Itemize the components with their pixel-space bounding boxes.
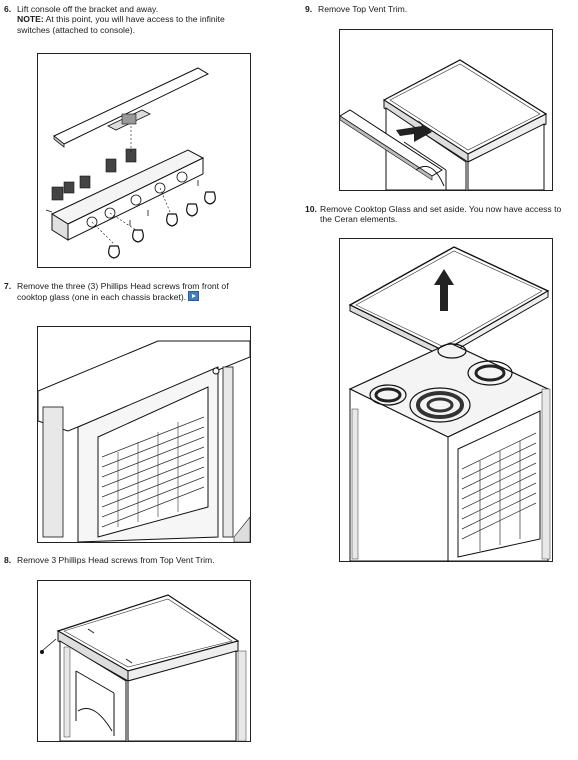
step-text: Remove Top Vent Trim. xyxy=(318,4,408,14)
note-label: NOTE: xyxy=(17,14,44,25)
figure-console-removal xyxy=(37,53,251,268)
step-7: 7. Remove the three (3) Phillips Head scr… xyxy=(4,281,274,303)
console-illustration xyxy=(45,67,216,259)
step-text: Remove the three (3) Phillips Head screw… xyxy=(17,281,229,291)
step-9: 9. Remove Top Vent Trim. xyxy=(305,4,575,14)
note-text-line2: switches (attached to console). xyxy=(17,24,135,35)
vent-trim-removal-illustration xyxy=(340,59,548,190)
figure-remove-cooktop-glass xyxy=(339,238,553,562)
note-text: At this point, you will have access to t… xyxy=(43,14,225,25)
step-number: 7. xyxy=(4,281,12,291)
step-text: Lift console off the bracket and away. xyxy=(17,4,159,14)
step-text: Remove 3 Phillips Head screws from Top V… xyxy=(17,555,215,565)
figure-vent-trim-screws xyxy=(37,580,251,742)
step-text: Remove Cooktop Glass and set aside. You … xyxy=(320,204,562,214)
step-8: 8. Remove 3 Phillips Head screws from Top… xyxy=(4,555,274,565)
step-number: 8. xyxy=(4,555,12,565)
step-number: 10. xyxy=(305,204,317,214)
cooktop-glass-removal-illustration xyxy=(348,246,551,561)
step-6: 6. Lift console off the bracket and away.… xyxy=(4,4,274,35)
video-play-icon[interactable] xyxy=(188,291,200,302)
step-10: 10.Remove Cooktop Glass and set aside. Y… xyxy=(305,204,578,225)
figure-front-screws xyxy=(37,326,251,543)
figure-remove-vent-trim xyxy=(339,29,553,191)
step-number: 6. xyxy=(4,4,12,14)
step-text-line2: the Ceran elements. xyxy=(320,214,398,225)
step-text-line2: cooktop glass (one in each chassis brack… xyxy=(17,292,187,303)
oven-top-illustration xyxy=(40,594,247,741)
oven-front-illustration xyxy=(38,340,250,542)
step-number: 9. xyxy=(305,4,313,14)
